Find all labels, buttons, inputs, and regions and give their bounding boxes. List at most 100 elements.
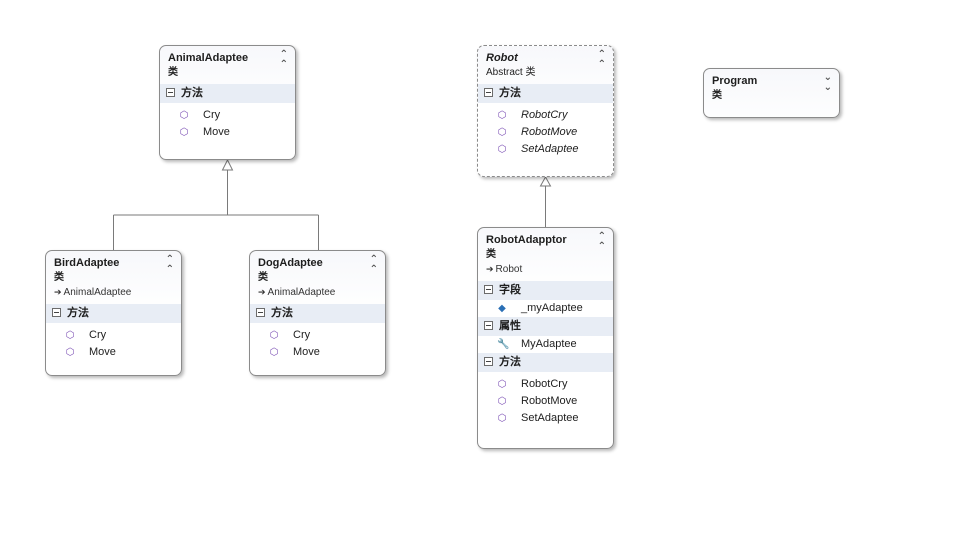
base-class-name: Robot [495, 264, 523, 275]
class-name: Program [712, 75, 758, 87]
collapse-section-icon[interactable] [166, 88, 175, 97]
member-method[interactable]: ⬡ Cry [46, 327, 181, 344]
collapse-chevron-icon[interactable]: ⌃⌃ [279, 49, 288, 70]
member-label: RobotCry [521, 378, 568, 390]
collapse-chevron-icon[interactable]: ⌃⌃ [165, 254, 174, 275]
member-label: Move [203, 126, 230, 138]
field-icon: ◆ [498, 303, 506, 314]
member-label: RobotMove [521, 126, 578, 138]
member-method[interactable]: ⬡ Move [46, 344, 181, 361]
member-method[interactable]: ⬡ SetAdaptee [478, 141, 613, 158]
method-cube-icon: ⬡ [497, 144, 507, 155]
inherit-arrow-icon: ➔ [486, 264, 494, 274]
method-cube-icon: ⬡ [269, 347, 279, 358]
member-label: _myAdaptee [521, 302, 583, 314]
collapse-section-icon[interactable] [484, 88, 493, 97]
member-method[interactable]: ⬡ RobotCry [478, 107, 613, 124]
class-kind: 类 [258, 272, 268, 283]
class-name: DogAdaptee [258, 257, 323, 269]
section-methods[interactable]: 方法 [46, 304, 181, 323]
member-label: Cry [203, 109, 221, 121]
member-label: SetAdaptee [521, 143, 579, 155]
class-name: BirdAdaptee [54, 257, 120, 269]
member-method[interactable]: ⬡ Move [160, 124, 295, 141]
class-animal-adaptee[interactable]: AnimalAdaptee 类 ⌃⌃ 方法 ⬡ Cry ⬡ Move [159, 45, 296, 160]
class-header: AnimalAdaptee 类 ⌃⌃ [160, 46, 295, 84]
section-methods[interactable]: 方法 [250, 304, 385, 323]
class-kind: 类 [712, 90, 722, 101]
class-name: AnimalAdaptee [168, 52, 249, 64]
class-program[interactable]: Program 类 ⌄⌄ [703, 68, 840, 118]
inherit-arrow-icon: ➔ [258, 287, 266, 297]
class-header: Program 类 ⌄⌄ [704, 69, 839, 107]
method-cube-icon: ⬡ [65, 330, 75, 341]
base-class: ➔Robot [486, 262, 605, 277]
class-header: Robot Abstract 类 ⌃⌃ [478, 46, 613, 84]
member-label: Cry [89, 329, 107, 341]
inherit-triangle-robot [539, 175, 552, 187]
base-class-name: AnimalAdaptee [63, 287, 132, 298]
section-label: 方法 [499, 356, 521, 368]
class-bird-adaptee[interactable]: BirdAdaptee 类 ➔AnimalAdaptee ⌃⌃ 方法 ⬡Cry … [45, 250, 182, 376]
class-name: Robot [486, 52, 518, 64]
member-property[interactable]: 🔧 MyAdaptee [478, 336, 613, 353]
property-wrench-icon: 🔧 [497, 339, 510, 350]
section-label: 属性 [499, 320, 521, 332]
inherit-arrow-icon: ➔ [54, 287, 62, 297]
member-label: RobotMove [521, 395, 578, 407]
section-fields[interactable]: 字段 [478, 281, 613, 300]
member-method[interactable]: ⬡RobotMove [478, 393, 613, 410]
method-cube-icon: ⬡ [179, 110, 189, 121]
class-header: DogAdaptee 类 ➔AnimalAdaptee ⌃⌃ [250, 251, 385, 304]
inherit-triangle-animal [221, 158, 234, 171]
section-label: 方法 [499, 87, 521, 99]
section-methods[interactable]: 方法 [160, 84, 295, 103]
member-method[interactable]: ⬡ Move [250, 344, 385, 361]
member-field[interactable]: ◆ _myAdaptee [478, 300, 613, 317]
section-label: 方法 [181, 87, 203, 99]
member-label: Cry [293, 329, 311, 341]
base-class: ➔AnimalAdaptee [258, 285, 377, 300]
section-properties[interactable]: 属性 [478, 317, 613, 336]
collapse-chevron-icon[interactable]: ⌃⌃ [369, 254, 378, 275]
base-class-name: AnimalAdaptee [267, 287, 336, 298]
method-cube-icon: ⬡ [269, 330, 279, 341]
section-methods[interactable]: 方法 [478, 353, 613, 372]
member-label: RobotCry [521, 109, 568, 121]
section-methods[interactable]: 方法 [478, 84, 613, 103]
class-robot-adapptor[interactable]: RobotAdapptor 类 ➔Robot ⌃⌃ 字段 ◆ _myAdaptee… [477, 227, 614, 449]
member-label: MyAdaptee [521, 338, 577, 350]
member-label: Move [89, 346, 116, 358]
member-method[interactable]: ⬡ Cry [160, 107, 295, 124]
base-class: ➔AnimalAdaptee [54, 285, 173, 300]
class-header: RobotAdapptor 类 ➔Robot ⌃⌃ [478, 228, 613, 281]
member-method[interactable]: ⬡ Cry [250, 327, 385, 344]
member-label: SetAdaptee [521, 412, 579, 424]
class-kind: 类 [486, 249, 496, 260]
collapse-section-icon[interactable] [256, 308, 265, 317]
collapse-section-icon[interactable] [484, 321, 493, 330]
expand-chevron-icon[interactable]: ⌄⌄ [823, 72, 832, 93]
class-dog-adaptee[interactable]: DogAdaptee 类 ➔AnimalAdaptee ⌃⌃ 方法 ⬡ Cry ⬡… [249, 250, 386, 376]
method-cube-icon: ⬡ [65, 347, 75, 358]
class-robot[interactable]: Robot Abstract 类 ⌃⌃ 方法 ⬡RobotCry ⬡RobotM… [477, 45, 614, 177]
class-kind: Abstract 类 [486, 67, 536, 78]
method-cube-icon: ⬡ [497, 110, 507, 121]
collapse-chevron-icon[interactable]: ⌃⌃ [597, 49, 606, 70]
method-cube-icon: ⬡ [497, 379, 507, 390]
section-label: 字段 [499, 284, 521, 296]
section-label: 方法 [271, 307, 293, 319]
member-method[interactable]: ⬡SetAdaptee [478, 410, 613, 427]
collapse-chevron-icon[interactable]: ⌃⌃ [597, 231, 606, 252]
collapse-section-icon[interactable] [484, 285, 493, 294]
member-method[interactable]: ⬡RobotMove [478, 124, 613, 141]
section-label: 方法 [67, 307, 89, 319]
class-name: RobotAdapptor [486, 234, 567, 246]
collapse-section-icon[interactable] [52, 308, 61, 317]
member-method[interactable]: ⬡ RobotCry [478, 376, 613, 393]
class-header: BirdAdaptee 类 ➔AnimalAdaptee ⌃⌃ [46, 251, 181, 304]
member-label: Move [293, 346, 320, 358]
method-cube-icon: ⬡ [179, 127, 189, 138]
collapse-section-icon[interactable] [484, 357, 493, 366]
